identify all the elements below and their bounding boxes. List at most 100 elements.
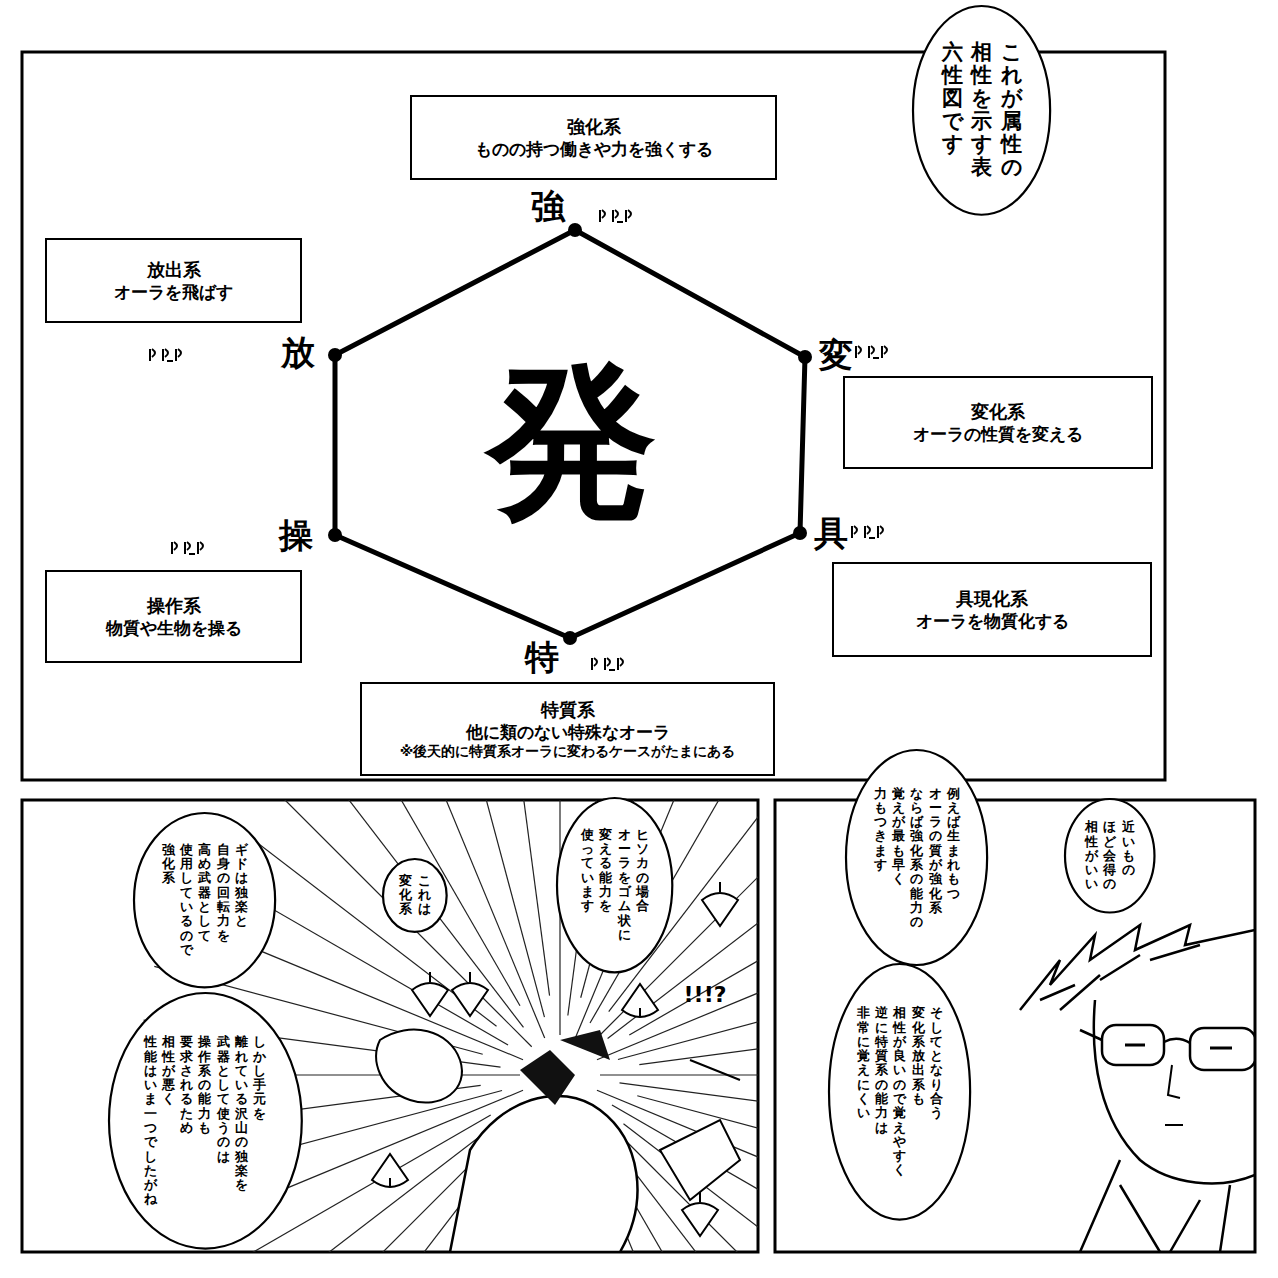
bubble-outline — [381, 857, 449, 934]
text-column: 変える能力を — [599, 828, 612, 914]
text-column: 武器として使うのは — [217, 1035, 230, 1164]
bubble-ellipse — [846, 750, 987, 965]
bubble-ellipse — [557, 798, 672, 972]
figure-head — [376, 1030, 462, 1103]
text-column: 相性が良いので覚えやすく — [893, 1006, 906, 1178]
text-column: ほど会得の — [1103, 820, 1116, 891]
box-heading: 操作系 — [147, 594, 201, 617]
speed-line — [304, 800, 523, 1027]
vertex-dot — [793, 526, 807, 540]
dialogue-text: しかし手元を離れている沢山の独楽を武器として使うのは操作系の能力も要求されるため… — [141, 1035, 268, 1207]
text-column: 相性が悪く — [162, 1035, 175, 1106]
vertex-dot — [563, 631, 577, 645]
mouth — [1165, 1124, 1183, 1126]
text-column: 逆に特質系の能力は — [875, 1006, 888, 1135]
impact-burst — [520, 1030, 610, 1105]
text-column: ギドは独楽と — [235, 843, 248, 929]
nose — [1168, 1065, 1180, 1098]
text-column: そしてとなり合う — [930, 1006, 943, 1120]
bubble-ellipse — [383, 859, 447, 932]
box-heading: 特質系 — [541, 698, 595, 721]
speech-bubble: そしてとなり合う変化系・放出系も相性が良いので覚えやすく逆に特質系の能力は非常に… — [827, 962, 972, 1222]
speed-line — [263, 800, 532, 1047]
box-body: オーラを物質化する — [916, 610, 1069, 632]
text-column: 相性を示す表 — [971, 41, 992, 180]
bubble-ellipse — [829, 964, 970, 1220]
dialogue-text: これは変化系 — [397, 874, 433, 917]
vertex-label: 具 — [814, 516, 848, 550]
category-box: 強化系ものの持つ働きや力を強くする — [410, 95, 777, 180]
hunter-glyph — [865, 526, 875, 538]
figure-body — [450, 1096, 637, 1252]
text-column: 性能はいま一つでしたがね — [144, 1035, 157, 1207]
hair-outline — [1020, 925, 1255, 1010]
text-column: 使用しているので — [180, 843, 193, 957]
box-body: オーラを飛ばす — [114, 281, 233, 303]
face-outline — [1094, 1000, 1255, 1183]
dialogue-text: 近いものほど会得の相性がいい — [1083, 820, 1138, 891]
speed-line — [505, 800, 549, 996]
dialogue-text: ギドは独楽と自身の回転力を高め武器として使用しているので強化系 — [160, 843, 251, 957]
speed-line — [451, 800, 544, 1017]
eyes — [1125, 1045, 1232, 1048]
text-column: 変化系・放出系も — [912, 1006, 925, 1106]
speech-bubble: 近いものほど会得の相性がいい — [1063, 797, 1156, 915]
category-box: 具現化系オーラを物質化する — [832, 562, 1152, 657]
vertex-label: 変 — [819, 338, 853, 372]
vertex-dot — [798, 350, 812, 364]
box-heading: 変化系 — [971, 400, 1025, 423]
vertex-label: 強 — [531, 189, 565, 223]
text-column: 強化系 — [162, 843, 175, 886]
card-shape — [660, 1060, 740, 1200]
text-column: 覚えが最も早く — [892, 787, 905, 887]
sound-effect: !!!? — [684, 984, 727, 1006]
hexagon — [335, 230, 805, 638]
vertex-label: 操 — [279, 518, 313, 552]
dialogue-text: そしてとなり合う変化系・放出系も相性が良いので覚えやすく逆に特質系の能力は非常に… — [855, 1006, 946, 1178]
dialogue-text: ヒソカの場合オーラをゴム状に変える能力を使っています — [579, 828, 652, 942]
hunter-glyph — [852, 526, 857, 538]
speech-bubble: ヒソカの場合オーラをゴム状に変える能力を使っています — [555, 796, 674, 974]
text-column: これは — [418, 874, 431, 917]
box-body: ※後天的に特質系オーラに変わるケースがたまにある — [400, 743, 736, 761]
bubble-ellipse — [134, 813, 275, 987]
text-column: これが属性の — [1001, 41, 1022, 180]
text-column: 自身の回転力を — [217, 843, 230, 943]
hair-strands — [1040, 945, 1200, 1010]
text-column: 近いもの — [1122, 820, 1135, 877]
speed-line — [639, 1020, 758, 1064]
text-column: オーラをゴム状に — [618, 828, 631, 942]
category-box: 特質系他に類のない特殊なオーラ※後天的に特質系オーラに変わるケースがたまにある — [360, 682, 775, 776]
speed-line — [608, 819, 758, 1038]
text-column: 非常に覚えにくい — [857, 1006, 870, 1120]
bubble-ellipse — [1065, 799, 1154, 913]
glasses-bridge — [1080, 1030, 1190, 1043]
center-kanji: 発 — [487, 355, 657, 525]
text-column: オーラの質が強化系 — [929, 787, 942, 916]
spinning-top — [412, 972, 448, 1016]
hunter-glyph — [878, 526, 883, 538]
hunter-glyph — [172, 542, 177, 554]
box-heading: 強化系 — [567, 115, 621, 138]
text-column: 相性がいい — [1085, 820, 1098, 891]
speech-bubble: 例えば生まれもつオーラの質が強化系ならば強化系の能力の覚えが最も早く力もつきます — [844, 748, 989, 967]
hunter-glyph — [882, 346, 887, 358]
vertex-label: 放 — [281, 335, 315, 369]
dialogue-text: これが属性の相性を示す表六性図です — [938, 41, 1026, 180]
box-heading: 具現化系 — [956, 587, 1028, 610]
hunter-glyph — [605, 658, 615, 670]
box-body: ものの持つ働きや力を強くする — [475, 138, 713, 160]
text-column: ヒソカの場合 — [636, 828, 649, 914]
box-heading: 放出系 — [147, 258, 201, 281]
category-box: 変化系オーラの性質を変える — [843, 376, 1153, 469]
hunter-glyph — [869, 346, 879, 358]
hunter-glyph — [176, 349, 181, 361]
vertex-dot — [568, 223, 582, 237]
category-box: 操作系物質や生物を操る — [45, 570, 302, 663]
speed-line — [600, 1074, 758, 1075]
speech-bubble: しかし手元を離れている沢山の独楽を武器として使うのは操作系の能力も要求されるため… — [107, 991, 304, 1251]
text-column: 操作系の能力も — [198, 1035, 211, 1135]
speech-bubble: ギドは独楽と自身の回転力を高め武器として使用しているので強化系 — [132, 811, 277, 989]
hunter-glyph — [592, 658, 597, 670]
text-column: 六性図です — [942, 41, 963, 156]
